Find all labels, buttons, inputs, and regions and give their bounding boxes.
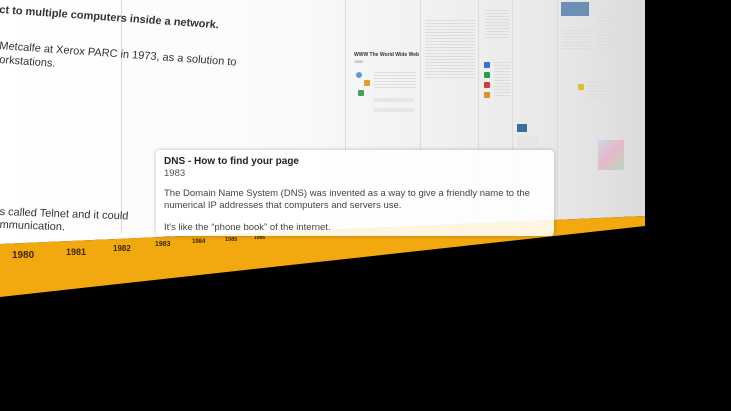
column-divider [121, 0, 122, 233]
background-edge [645, 0, 731, 240]
text-block [374, 72, 416, 90]
year-label[interactable]: 1984 [192, 239, 206, 245]
text-block [374, 98, 414, 102]
thumbnail-image [517, 124, 527, 132]
www-event-title[interactable]: WWW The World Wide Web [354, 52, 420, 58]
www-event-year: 1990 [354, 59, 363, 64]
column-divider [512, 0, 513, 222]
tooltip-body: The Domain Name System (DNS) was invente… [164, 188, 530, 211]
app-icon [484, 82, 490, 88]
year-label[interactable]: 1983 [155, 241, 171, 248]
text-block [561, 30, 591, 50]
text-block [494, 62, 510, 98]
text-block [586, 82, 608, 100]
column-divider [420, 0, 421, 222]
thumbnail-image [561, 2, 589, 16]
event-text-line: mmunication. [0, 219, 66, 234]
year-label[interactable]: 1982 [113, 244, 131, 253]
text-block [425, 20, 475, 80]
column-divider [557, 0, 558, 222]
column-divider [478, 0, 479, 222]
year-label[interactable]: 1980 [12, 250, 35, 261]
event-tooltip: DNS - How to find your page 1983 The Dom… [156, 150, 554, 236]
text-block [598, 14, 634, 54]
app-icon [484, 72, 490, 78]
text-block [485, 10, 509, 40]
app-icon [484, 62, 490, 68]
tooltip-title: DNS - How to find your page [164, 156, 299, 167]
text-block [517, 136, 539, 146]
year-label[interactable]: 1985 [225, 237, 238, 243]
year-label[interactable]: 1986 [254, 235, 266, 241]
column-divider [345, 0, 346, 222]
document-icon [364, 80, 370, 86]
tooltip-year: 1983 [164, 168, 186, 179]
app-icon [484, 92, 490, 98]
tooltip-body-note: It's like the “phone book” of the intern… [164, 222, 331, 233]
computer-icon [358, 90, 364, 96]
app-icon [578, 84, 584, 90]
globe-icon [356, 72, 362, 78]
map-image [598, 140, 624, 170]
text-block [374, 108, 414, 112]
year-label[interactable]: 1981 [66, 247, 87, 257]
